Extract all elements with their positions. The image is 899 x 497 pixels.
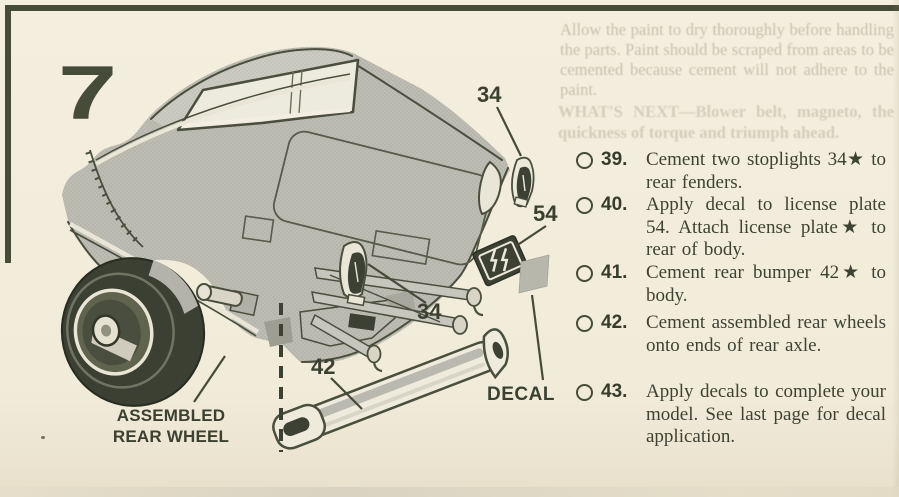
rear-bumper-part [272, 328, 509, 450]
instruction-item-43: 43. Apply decals to complete your model.… [574, 381, 896, 449]
window-divider [289, 69, 303, 117]
right-fender-tip [478, 160, 502, 216]
check-circle [576, 315, 593, 332]
check-circle [576, 265, 593, 282]
print-speck [41, 436, 45, 439]
instruction-number: 40. [601, 194, 628, 215]
leader-lines [193, 106, 547, 410]
check-circle [576, 384, 593, 401]
fuel-door [241, 215, 275, 243]
left-stoplight [339, 241, 368, 307]
instruction-number: 43. [601, 381, 628, 402]
label-bumper: 42 [311, 354, 336, 379]
step-number: 7 [58, 51, 117, 136]
left-border-rule [5, 5, 11, 263]
instruction-text: Cement two stoplights 34★ to rear fender… [646, 149, 886, 193]
top-border-rule [8, 5, 899, 11]
instruction-text: Apply decal to license plate 54. Attach … [646, 194, 886, 260]
instruction-item-39: 39. Cement two stoplights 34★ to rear fe… [574, 149, 896, 194]
instruction-item-42: 42. Cement assembled rear wheels onto en… [574, 312, 896, 357]
leader-stoplight-bottom [367, 263, 427, 304]
instruction-text: Cement assembled rear wheels onto ends o… [646, 312, 886, 356]
fender-seam [85, 149, 144, 248]
page-bottom-edge [0, 487, 899, 497]
check-circle [576, 152, 593, 169]
wheel-caption-line1: ASSEMBLED [116, 406, 226, 425]
instruction-number: 42. [601, 312, 628, 333]
instruction-number: 39. [601, 149, 628, 170]
leader-bumper [330, 377, 363, 410]
hitch-notch [348, 313, 376, 331]
wheel-caption: ASSEMBLED REAR WHEEL [96, 405, 246, 447]
label-license-plate: 54 [533, 201, 558, 226]
leader-stoplight-top [496, 106, 522, 157]
leader-wheel [193, 355, 226, 403]
window-chrome [181, 108, 351, 128]
wheel-caption-line2: REAR WHEEL [112, 427, 230, 446]
assembled-rear-wheel [60, 257, 206, 407]
label-stoplight-top: 34 [477, 82, 502, 107]
decal-part [518, 254, 550, 294]
trunk-lid [272, 130, 493, 266]
stoplight-part [511, 156, 535, 208]
instruction-item-41: 41. Cement rear bumper 42★ to body. [574, 262, 896, 307]
check-circle [576, 197, 593, 214]
axle-stub [196, 283, 259, 317]
leader-license-plate [515, 225, 547, 247]
page-right-edge-shadow [892, 0, 899, 497]
license-recess [371, 230, 431, 265]
bracket-left [264, 317, 293, 347]
label-stoplight-bottom: 34 [417, 299, 442, 324]
instruction-number: 41. [601, 262, 628, 283]
instruction-text: Cement rear bumper 42★ to body. [646, 262, 886, 306]
label-decal: DECAL [487, 384, 555, 405]
instruction-item-40: 40. Apply decal to license plate 54. Att… [574, 194, 896, 262]
instruction-text: Apply decals to complete your model. See… [646, 381, 886, 447]
license-plate-part [472, 235, 529, 287]
leader-decal [530, 294, 545, 381]
